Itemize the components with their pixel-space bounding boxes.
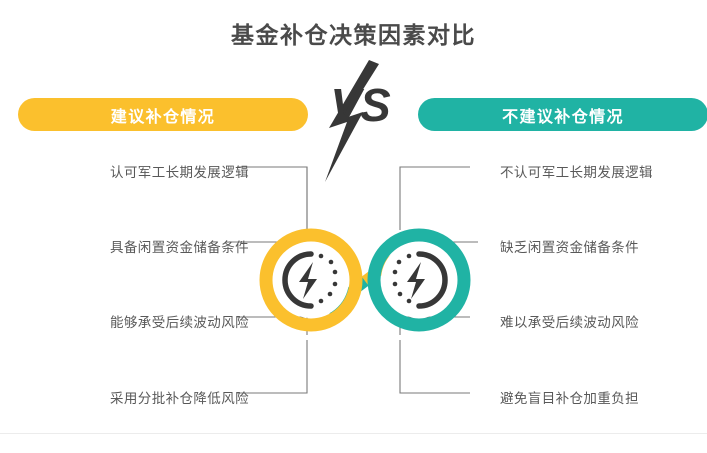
right-item-0-label: 不认可军工长期发展逻辑 [500,165,653,180]
lightning-bolt-icon [325,60,379,182]
page-title: 基金补仓决策因素对比 [231,22,476,48]
right-item-2: 难以承受后续波动风险 [500,311,639,331]
left-item-1: 具备闲置资金储备条件 [110,236,249,256]
left-banner-label: 建议补仓情况 [110,108,216,126]
right-item-1: 缺乏闲置资金储备条件 [500,236,639,256]
left-column-banner: 建议补仓情况 [18,98,308,131]
infinity-graphic [255,224,475,336]
right-ring [367,228,471,332]
left-item-3: 采用分批补仓降低风险 [110,387,249,407]
left-gauge-icon [282,251,338,309]
right-item-1-label: 缺乏闲置资金储备条件 [500,240,639,255]
right-gauge-icon [392,251,448,309]
left-item-1-label: 具备闲置资金储备条件 [110,240,249,255]
right-banner-label: 不建议补仓情况 [502,108,624,126]
bottom-divider [0,433,707,434]
right-column-banner: 不建议补仓情况 [418,98,707,131]
vs-badge: VS [305,60,415,185]
right-item-3-label: 避免盲目补仓加重负担 [500,391,639,406]
right-item-3: 避免盲目补仓加重负担 [500,387,639,407]
left-item-2-label: 能够承受后续波动风险 [110,315,249,330]
left-item-2: 能够承受后续波动风险 [110,311,249,331]
left-ring [259,228,363,332]
right-item-2-label: 难以承受后续波动风险 [500,315,639,330]
vs-label: VS [330,79,390,131]
right-item-0: 不认可军工长期发展逻辑 [500,161,653,181]
left-item-0-label: 认可军工长期发展逻辑 [110,165,249,180]
left-item-3-label: 采用分批补仓降低风险 [110,391,249,406]
left-item-0: 认可军工长期发展逻辑 [110,161,249,181]
